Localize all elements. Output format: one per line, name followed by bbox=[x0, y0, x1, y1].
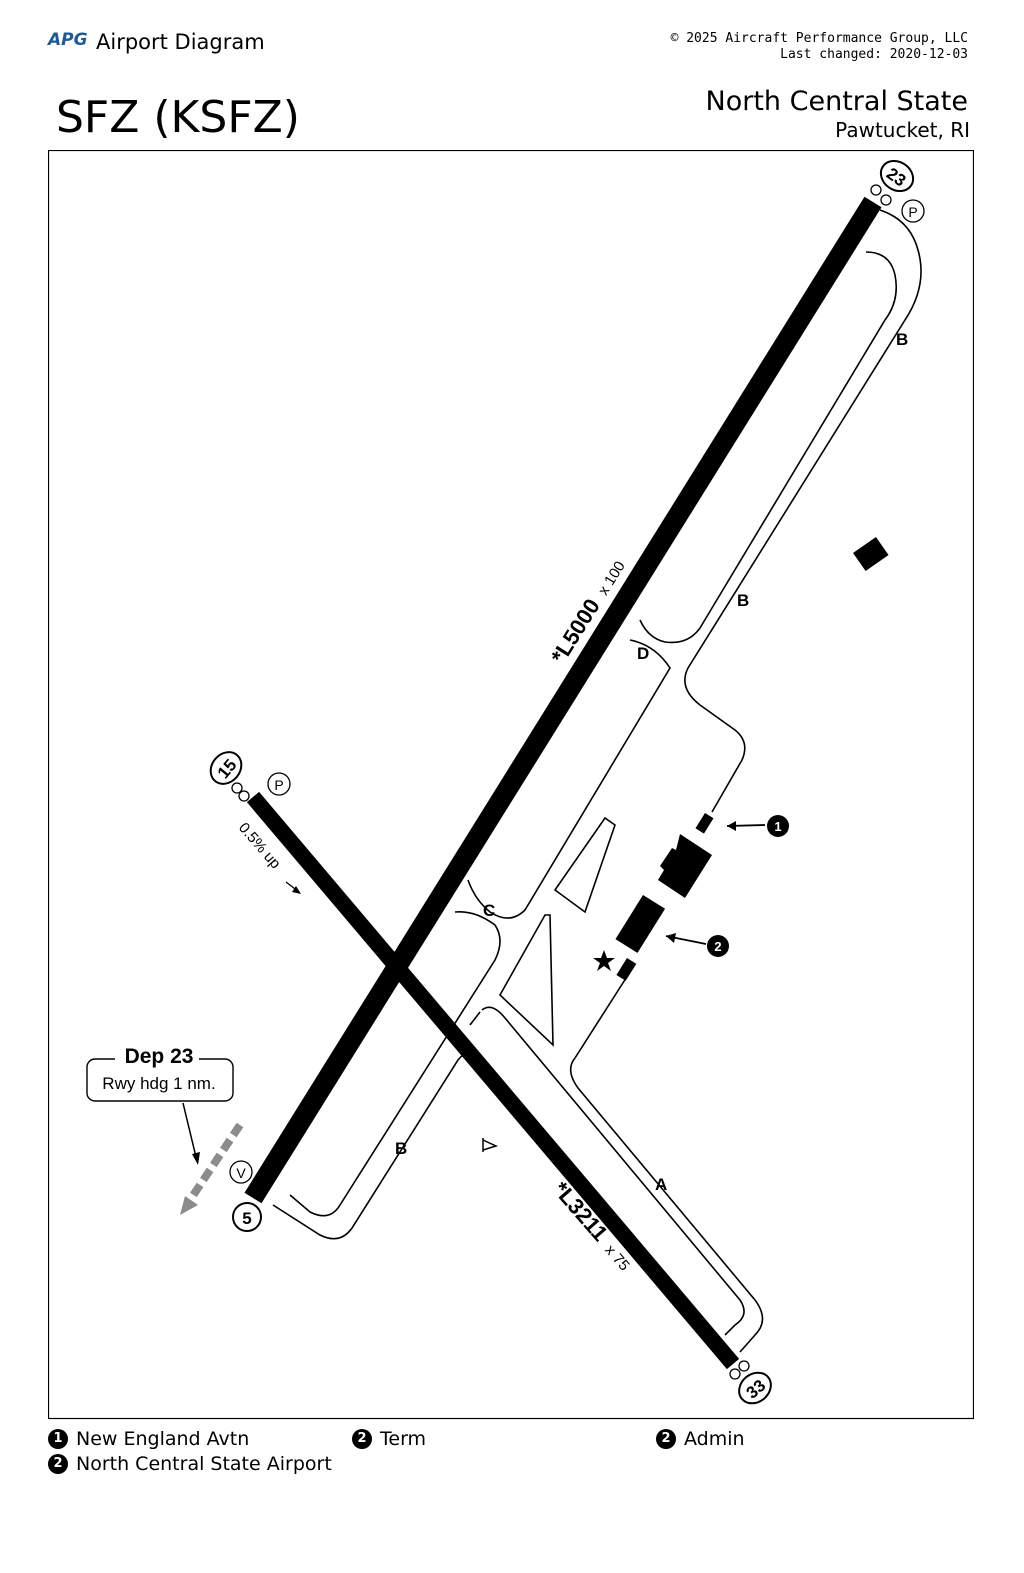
taxiway-label-c: C bbox=[483, 901, 495, 920]
light-icon bbox=[729, 1368, 741, 1380]
callout-1-icon bbox=[767, 815, 789, 837]
v-marker-icon bbox=[229, 1160, 253, 1184]
light-icon bbox=[738, 1360, 750, 1372]
callout-2-label: 2 bbox=[714, 939, 721, 954]
copyright-block: © 2025 Aircraft Performance Group, LLC L… bbox=[671, 31, 968, 63]
departure-arrow-icon bbox=[180, 1196, 198, 1215]
light-icon bbox=[231, 782, 243, 794]
runway-end-33-icon bbox=[738, 1371, 772, 1405]
legend-number-icon: 2 bbox=[48, 1454, 68, 1474]
legend-label: Term bbox=[380, 1428, 427, 1450]
light-icon bbox=[870, 184, 882, 196]
taxiway-label-b-mid: B bbox=[737, 591, 749, 610]
legend-label: Admin bbox=[684, 1428, 745, 1450]
building-2b bbox=[616, 958, 637, 981]
copyright-text: © 2025 Aircraft Performance Group, LLC bbox=[670, 31, 968, 46]
callout-2-icon bbox=[707, 935, 729, 957]
apg-logo: APG bbox=[48, 30, 88, 50]
legend-label: New England Avtn bbox=[76, 1428, 250, 1450]
building-2 bbox=[615, 895, 666, 953]
airport-city: Pawtucket, RI bbox=[835, 118, 970, 142]
taxiway-labels: A B B B C D bbox=[395, 330, 908, 1194]
p-marker-label: P bbox=[274, 777, 283, 793]
airport-id: SFZ (KSFZ) bbox=[56, 92, 300, 143]
taxiway-label-d: D bbox=[637, 644, 649, 663]
taxiway-network bbox=[272, 209, 922, 1353]
taxiway-label-b-south: B bbox=[395, 1139, 407, 1158]
departure-instruction: Rwy hdg 1 nm. bbox=[102, 1074, 215, 1093]
buildings bbox=[615, 536, 889, 981]
runway-15-33 bbox=[246, 791, 740, 1370]
v-marker-label: V bbox=[236, 1165, 246, 1181]
windsock-icon bbox=[482, 1138, 499, 1152]
legend-number-icon: 2 bbox=[656, 1429, 676, 1449]
callouts: 1 2 bbox=[665, 815, 789, 957]
runway-end-23-icon bbox=[879, 159, 915, 193]
light-icon bbox=[238, 790, 250, 802]
departure-path bbox=[186, 1122, 244, 1203]
legend-number-icon: 1 bbox=[48, 1429, 68, 1449]
p-marker-icon bbox=[267, 772, 291, 796]
runway-5-23 bbox=[244, 196, 882, 1204]
building-east bbox=[853, 536, 889, 572]
departure-procedure: Dep 23 Rwy hdg 1 nm. bbox=[86, 1044, 244, 1215]
runway-end-5-label: 5 bbox=[242, 1209, 251, 1228]
runway-end-5-icon bbox=[232, 1202, 262, 1232]
legend-number-icon: 2 bbox=[352, 1429, 372, 1449]
p-marker-icon bbox=[901, 199, 925, 223]
runway-end-markers: 23 P 15 P 33 5 V bbox=[209, 159, 925, 1405]
legend-item: 2 Term bbox=[352, 1428, 426, 1450]
runways bbox=[244, 196, 882, 1370]
taxiway-label-b-north: B bbox=[896, 330, 908, 349]
taxiway-label-a: A bbox=[655, 1175, 667, 1194]
beacon-star-icon bbox=[593, 950, 615, 971]
p-marker-label: P bbox=[908, 204, 917, 220]
legend-label: North Central State Airport bbox=[76, 1453, 332, 1475]
legend-item: 2 Admin bbox=[656, 1428, 745, 1450]
runway-end-15-icon bbox=[209, 751, 243, 785]
light-icon bbox=[880, 194, 892, 206]
building-1 bbox=[695, 813, 714, 834]
airport-name: North Central State bbox=[705, 86, 968, 117]
last-changed-text: Last changed: 2020-12-03 bbox=[780, 47, 968, 62]
legend-item: 2 North Central State Airport bbox=[48, 1453, 332, 1475]
legend-item: 1 New England Avtn bbox=[48, 1428, 249, 1450]
building-hangar bbox=[658, 834, 712, 898]
callout-1-label: 1 bbox=[774, 819, 781, 834]
departure-title: Dep 23 bbox=[125, 1045, 194, 1068]
document-title: Airport Diagram bbox=[96, 30, 265, 54]
airport-diagram-map: 1 2 *L5000 x 100 *L3211 x 75 A B B B C D… bbox=[48, 150, 974, 1420]
